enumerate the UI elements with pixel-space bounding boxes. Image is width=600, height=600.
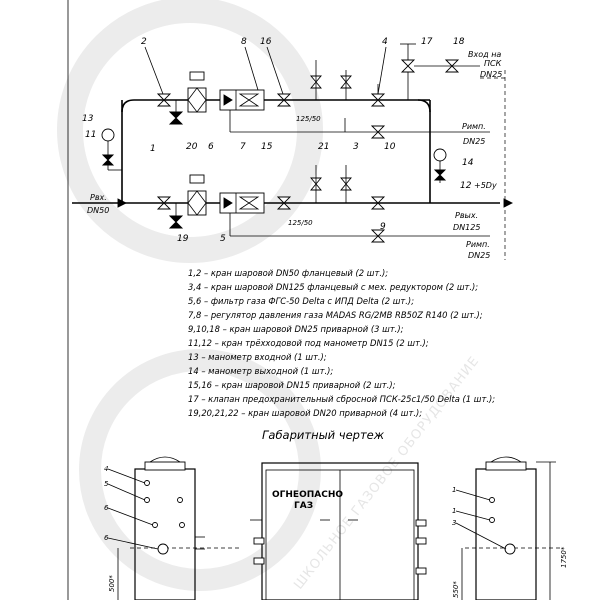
valve-4-icon — [370, 84, 386, 107]
valve-3-icon — [370, 196, 386, 210]
reducer-bottom-label: 125/50 — [288, 219, 313, 227]
legend-item: 17 – клапан предохранительный сбросной П… — [188, 394, 495, 404]
callout-3: 3 — [353, 142, 359, 152]
filter-5-icon — [187, 174, 207, 216]
regulator-8-icon — [219, 89, 265, 111]
outlet-label: Pвых. — [455, 211, 478, 220]
right-callout: 1 — [452, 507, 456, 515]
legend: 1,2 – кран шаровой DN50 фланцевый (2 шт.… — [188, 268, 495, 418]
rimp-bottom-dn: DN25 — [468, 251, 490, 260]
valve-9-icon — [370, 229, 386, 243]
legend-item: 19,20,21,22 – кран шаровой DN20 приварно… — [188, 408, 422, 418]
right-callout: 3 — [452, 519, 456, 527]
callout-4: 4 — [382, 37, 388, 47]
callout-10: 10 — [384, 142, 396, 152]
callout-17: 17 — [421, 37, 433, 47]
callout-13: 13 — [82, 114, 94, 124]
dim-left: 500* — [108, 575, 116, 592]
psk-label: Вход на — [468, 50, 501, 59]
drawing-title: Габаритный чертеж — [262, 428, 385, 442]
dim-right: 550* — [452, 581, 460, 598]
outlet-arrow-icon — [503, 198, 514, 208]
legend-item: 14 – манометр выходной (1 шт.); — [188, 366, 333, 376]
left-callout: 6 — [104, 504, 109, 512]
callout-1: 1 — [150, 144, 156, 154]
legend-item: 11,12 – кран трёхходовой под манометр DN… — [188, 338, 429, 348]
callout-18: 18 — [453, 37, 465, 47]
filter-6-icon — [187, 71, 207, 113]
valve-10-icon — [370, 125, 386, 139]
legend-item: 15,16 – кран шаровой DN15 приварной (2 ш… — [188, 380, 396, 390]
warning-label-2: ГАЗ — [294, 501, 313, 511]
rimp-bottom-label: Pимп. — [466, 240, 490, 249]
leader-16 — [266, 46, 284, 95]
watermark-ring — [57, 0, 323, 263]
cabinet-front-view: ОГНЕОПАСНО ГАЗ — [250, 462, 427, 600]
gauge-13-icon — [101, 128, 122, 171]
callout-12: 12 — [460, 181, 472, 191]
callout-9: 9 — [380, 222, 386, 232]
size-label: +5Dy — [474, 181, 497, 190]
dim-height: 1750* — [560, 546, 568, 568]
valve-2-icon — [156, 93, 172, 107]
callout-19: 19 — [177, 234, 189, 244]
gas-scheme: 2 8 16 4 17 18 13 11 20 6 1 7 15 21 3 10… — [72, 37, 514, 260]
inlet-label: Pвх. — [90, 193, 107, 202]
dimensional-drawing: Габаритный чертеж 4 5 6 6 500* — [104, 428, 568, 600]
valve-21-icon — [310, 165, 352, 203]
callout-7: 7 — [240, 142, 246, 152]
callout-15: 15 — [261, 142, 273, 152]
leader-4 — [377, 46, 387, 95]
valve-16-icon — [276, 93, 292, 107]
psk-dn: DN25 — [480, 70, 502, 79]
left-callout: 6 — [104, 534, 109, 542]
inlet-dn: DN50 — [87, 206, 109, 215]
callout-21: 21 — [318, 142, 329, 152]
gauge-14-icon — [433, 148, 447, 183]
valve-20-icon — [168, 100, 184, 125]
pipe-bend-right — [417, 99, 431, 113]
valve-19-icon — [168, 203, 184, 229]
legend-item: 3,4 – кран шаровой DN125 фланцевый с мех… — [188, 282, 478, 292]
leader-2 — [144, 46, 164, 95]
rimp-top-dn: DN25 — [463, 137, 485, 146]
callouts: 2 8 16 4 17 18 13 11 20 6 1 7 15 21 3 10… — [82, 37, 474, 244]
legend-item: 7,8 – регулятор давления газа MADAS RG/2… — [188, 310, 483, 320]
legend-item: 1,2 – кран шаровой DN50 фланцевый (2 шт.… — [188, 268, 388, 278]
safety-valve-17-icon — [400, 43, 416, 100]
callout-14: 14 — [462, 158, 474, 168]
legend-item: 9,10,18 – кран шаровой DN25 приварной (3… — [188, 324, 404, 334]
cabinet-side-view-right: 1 1 3 1750* 550* — [452, 456, 568, 600]
callout-6: 6 — [208, 142, 214, 152]
regulator-7-icon — [219, 192, 265, 214]
left-callout: 5 — [104, 480, 109, 488]
legend-item: 13 – манометр входной (1 шт.); — [188, 352, 327, 362]
callout-2: 2 — [141, 37, 147, 47]
psk-label-2: ПСК — [484, 59, 502, 68]
pipe-bend — [121, 99, 135, 113]
callout-5: 5 — [220, 234, 226, 244]
valve-1-icon — [156, 196, 172, 210]
callout-16: 16 — [260, 37, 272, 47]
warning-label-1: ОГНЕОПАСНО — [272, 490, 343, 500]
left-callout: 4 — [104, 465, 108, 473]
valve-small-top-icon — [310, 60, 352, 100]
callout-8: 8 — [241, 37, 247, 47]
right-callout: 1 — [452, 486, 456, 494]
legend-item: 5,6 – фильтр газа ФГС-50 Delta с ИПД Del… — [188, 296, 414, 306]
callout-20: 20 — [186, 142, 198, 152]
reducer-top-label: 125/50 — [296, 115, 321, 123]
leader-8 — [244, 46, 259, 91]
valve-18-icon — [414, 59, 480, 73]
cabinet-side-view-left: 4 5 6 6 500* — [104, 456, 240, 600]
valve-15-icon — [276, 196, 292, 210]
callout-11: 11 — [85, 130, 96, 140]
rimp-top-label: Pимп. — [462, 122, 486, 131]
outlet-dn: DN125 — [453, 223, 480, 232]
